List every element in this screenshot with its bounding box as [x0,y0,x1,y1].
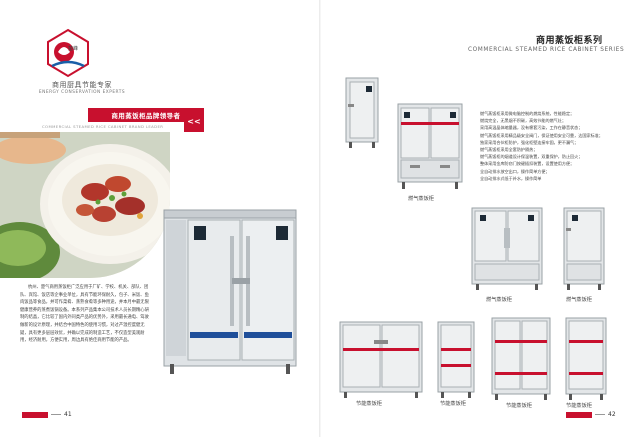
series-title: 商用蒸饭柜系列 [536,36,603,46]
caption-bottom-4: 节能蒸饭柜 [566,403,592,409]
gas-cabinet-double-image [470,206,544,290]
page-number-rule [51,414,61,415]
food-photo [0,132,170,278]
large-cabinet-image [160,208,300,376]
double-cabinet-image [396,102,464,190]
rice-dish-image [0,132,170,278]
caption-bottom-2: 节能蒸饭柜 [440,401,466,407]
page-label-bar [566,411,592,418]
caption-bottom-1: 节能蒸饭柜 [356,401,382,407]
intro-paragraph: 杭州、楚气商用蒸饭柜广泛应用于厂矿、学校、机关、部队、团队、宾馆、饭店等企事业单… [20,285,149,344]
page-number-rule [595,414,605,415]
feature-item: 采用高温晶体缩量器，没有棉套污染，工作在静音状态； [480,125,583,131]
feature-item: 燃气蒸饭柜的烟道设计保温装置，双重保护，防止回火； [480,154,583,160]
feature-item: 燃烧完全，无黑烟不积碳，高效节能的燃气灶； [480,118,566,124]
energy-cabinet-4-image [564,316,608,400]
page-number-right: 42 [566,411,616,418]
caption-bottom-3: 节能蒸饭柜 [506,403,532,409]
energy-cabinet-1-image [338,320,424,398]
page-number-text: 42 [608,411,616,418]
caption-mid-right: 燃气蒸饭柜 [566,297,592,303]
feature-item: 燃气蒸饭柜采用全套防护隔热； [480,147,538,153]
brand-tagline-en: ENERGY CONSERVATION EXPERTS [38,90,126,95]
energy-cabinet-2-image [436,320,476,398]
page-number-text: 41 [64,411,72,418]
brand-logo [44,28,92,78]
energy-cabinet-3-image [490,316,552,400]
feature-item: 燃气蒸饭柜采用微电脑控制的燃烧系统，性能稳定； [480,111,575,116]
feature-item: 燃气蒸饭柜采用精品级安全阀门，保证使用安全可靠，达国家标准； [480,132,603,138]
caption-top: 燃气蒸饭柜 [408,196,434,202]
banner-arrow-icon: << [184,110,204,132]
page-label-bar [22,411,48,418]
caption-mid-left: 燃气蒸饭柜 [486,297,512,303]
feature-item: 全自动排水放空出口，操作简单方便； [480,168,550,174]
logo-emblem-icon [47,28,89,78]
feature-item: 全自动排水式低于补水，操作简单 [480,175,542,181]
page-gutter [319,0,321,437]
section-banner-subtitle: COMMERCIAL STEAMED RICE CABINET BRAND LE… [42,124,164,129]
logo-mark-text: 楚峰 [68,46,79,52]
series-subtitle: COMMERCIAL STEAMED RICE CABINET SERIES [468,47,625,53]
single-cabinet-image [344,76,380,150]
section-banner: 商用蒸饭柜品牌领导者 [88,108,204,122]
feature-item: 独家采用合伙柜防护，强化柜壁连接牢固，更不漏气； [480,139,579,145]
gas-cabinet-single-image [562,206,606,290]
feature-item: 整体采用金库防窃门按键插扣装置，设置使用方便； [480,161,575,167]
feature-list: 燃气蒸饭柜采用微电脑控制的燃烧系统，性能稳定； 燃烧完全，无黑烟不积碳，高效节能… [480,110,628,182]
page-number-left: 41 [22,411,72,418]
brand-tagline: 商用厨具节能专家 [52,81,112,89]
